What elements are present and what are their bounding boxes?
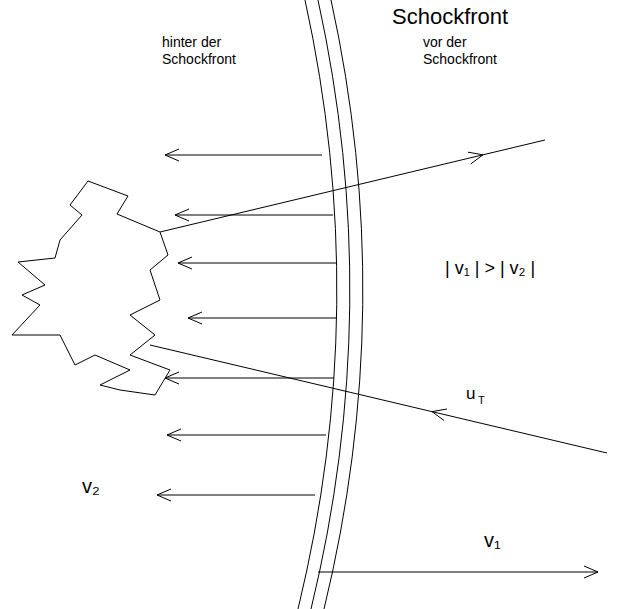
arrow-head bbox=[188, 312, 202, 324]
arrow-head bbox=[165, 149, 179, 161]
velocity-symbol: v₂ bbox=[82, 474, 100, 498]
velocity-relation: | v₁ | > | v₂ | bbox=[445, 258, 535, 280]
region-label: vor der Schockfront bbox=[423, 34, 515, 68]
velocity-arrow bbox=[157, 495, 315, 496]
velocity-arrow bbox=[188, 318, 337, 319]
velocity-arrow bbox=[175, 215, 333, 216]
arrow-head bbox=[157, 489, 171, 501]
velocity-arrow bbox=[178, 263, 336, 264]
velocity-arrow bbox=[165, 155, 322, 156]
shock-front-line bbox=[324, 0, 363, 609]
arrow-head bbox=[175, 209, 189, 221]
velocity-symbol: u bbox=[466, 384, 475, 404]
arrow-head bbox=[167, 429, 181, 441]
region-label: hinter der Schockfront bbox=[162, 34, 254, 68]
velocity-arrow bbox=[167, 435, 326, 436]
velocity-arrow bbox=[165, 378, 334, 379]
title: Schockfront bbox=[392, 4, 508, 30]
arrow-head bbox=[178, 257, 192, 269]
shock-front-line bbox=[311, 0, 350, 609]
trajectory-line bbox=[160, 140, 545, 232]
arrow-head bbox=[165, 372, 179, 384]
velocity-arrow bbox=[318, 572, 598, 573]
arrow-head bbox=[468, 152, 483, 164]
arrow-head bbox=[584, 566, 598, 578]
arrow-head bbox=[432, 409, 447, 421]
shock-front-line bbox=[298, 0, 337, 609]
jagged-object bbox=[12, 181, 170, 395]
velocity-subscript: T bbox=[478, 394, 485, 407]
trajectory-line bbox=[150, 345, 607, 453]
velocity-symbol: v₁ bbox=[484, 528, 501, 552]
